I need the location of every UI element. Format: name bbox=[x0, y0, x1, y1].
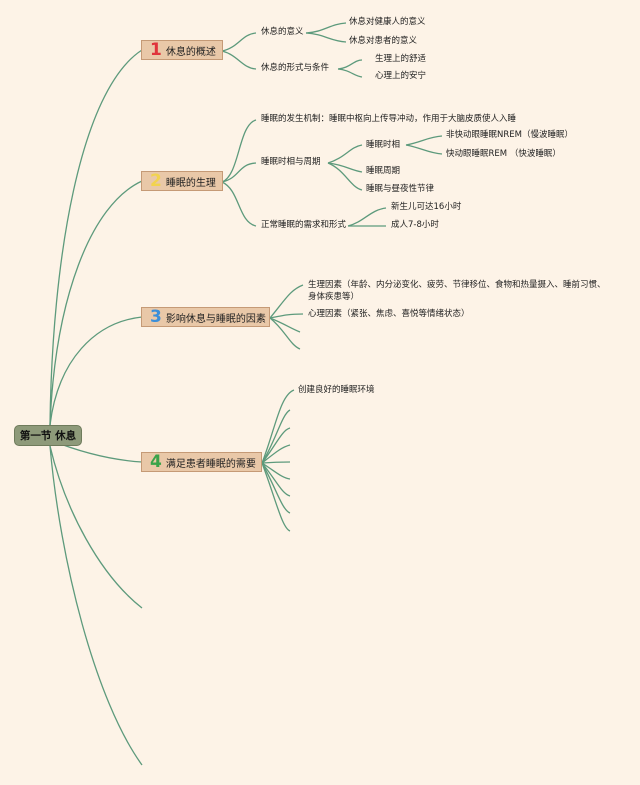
connector bbox=[269, 284, 304, 319]
leaf-newborn-hours[interactable]: 新生儿可达16小时 bbox=[391, 202, 462, 212]
topic-number-badge: 2 bbox=[150, 170, 162, 191]
connector bbox=[269, 317, 301, 333]
connector bbox=[405, 144, 443, 155]
root-node[interactable]: 第一节 休息 bbox=[14, 425, 82, 446]
connector bbox=[261, 462, 291, 480]
connector bbox=[221, 162, 257, 183]
leaf-rem-sleep[interactable]: 快动眼睡眠REM （快波睡眠） bbox=[446, 149, 561, 159]
subtopic-sleep-phase-cycle[interactable]: 睡眠时相与周期 bbox=[261, 157, 321, 167]
topic-number-badge: 1 bbox=[150, 39, 162, 60]
leaf-mental-peace[interactable]: 心理上的安宁 bbox=[375, 71, 427, 81]
leaf-patient-meaning[interactable]: 休息对患者的意义 bbox=[349, 36, 418, 46]
connector bbox=[269, 313, 304, 319]
connector bbox=[327, 162, 363, 191]
connector bbox=[269, 317, 301, 350]
leaf-sleep-cycle[interactable]: 睡眠周期 bbox=[366, 166, 401, 176]
connector bbox=[49, 445, 143, 609]
subtopic-rest-meaning[interactable]: 休息的意义 bbox=[261, 27, 304, 37]
leaf-nrem-sleep[interactable]: 非快动眼睡眠NREM（慢波睡眠） bbox=[446, 130, 573, 140]
connector bbox=[305, 22, 347, 34]
topic-1-node[interactable]: 1 休息的概述 bbox=[141, 40, 223, 60]
leaf-adult-hours[interactable]: 成人7-8小时 bbox=[391, 220, 439, 230]
connector bbox=[261, 409, 291, 464]
leaf-psychological-factors[interactable]: 心理因素（紧张、焦虑、喜悦等情绪状态） bbox=[308, 309, 470, 319]
connector bbox=[347, 207, 387, 227]
connector bbox=[261, 444, 291, 464]
leaf-circadian-rhythm[interactable]: 睡眠与昼夜性节律 bbox=[366, 184, 435, 194]
topic-label: 满足患者睡眠的需要 bbox=[165, 458, 256, 470]
subtopic-sleep-phase[interactable]: 睡眠时相 bbox=[366, 140, 401, 150]
connector bbox=[327, 144, 363, 164]
connector bbox=[49, 49, 143, 426]
connector bbox=[337, 68, 363, 78]
connector bbox=[49, 180, 143, 426]
connector bbox=[405, 135, 443, 146]
connector bbox=[261, 461, 291, 464]
connector bbox=[261, 389, 295, 464]
topic-label: 休息的概述 bbox=[165, 46, 216, 58]
connector bbox=[221, 119, 257, 183]
connector bbox=[49, 316, 143, 426]
topic-number-badge: 4 bbox=[150, 451, 162, 472]
topic-4-node[interactable]: 4 满足患者睡眠的需要 bbox=[141, 452, 262, 472]
connector bbox=[221, 181, 257, 227]
connector bbox=[261, 427, 291, 464]
topic-label: 睡眠的生理 bbox=[165, 177, 216, 189]
topic-label: 影响休息与睡眠的因素 bbox=[165, 313, 266, 325]
topic-number-badge: 3 bbox=[150, 306, 162, 327]
subtopic-sleep-mechanism[interactable]: 睡眠的发生机制：睡眠中枢向上传导冲动，作用于大脑皮质使人入睡 bbox=[261, 114, 517, 124]
connector bbox=[221, 50, 257, 70]
connector bbox=[261, 462, 291, 497]
leaf-sleep-environment[interactable]: 创建良好的睡眠环境 bbox=[298, 385, 375, 395]
connector bbox=[49, 445, 143, 766]
leaf-physiological-factors[interactable]: 生理因素（年龄、内分泌变化、疲劳、节律移位、食物和热量摄入、睡前习惯、身体疾患等… bbox=[308, 280, 606, 302]
connector bbox=[337, 59, 363, 70]
connector bbox=[261, 462, 291, 532]
leaf-physical-comfort[interactable]: 生理上的舒适 bbox=[375, 54, 427, 64]
leaf-healthy-meaning[interactable]: 休息对健康人的意义 bbox=[349, 17, 426, 27]
topic-2-node[interactable]: 2 睡眠的生理 bbox=[141, 171, 223, 191]
topic-3-node[interactable]: 3 影响休息与睡眠的因素 bbox=[141, 307, 270, 327]
connector bbox=[327, 162, 363, 173]
subtopic-rest-forms[interactable]: 休息的形式与条件 bbox=[261, 63, 330, 73]
connector bbox=[221, 32, 257, 52]
subtopic-sleep-needs[interactable]: 正常睡眠的需求和形式 bbox=[261, 220, 347, 230]
connector bbox=[261, 462, 291, 514]
connector bbox=[305, 32, 347, 43]
